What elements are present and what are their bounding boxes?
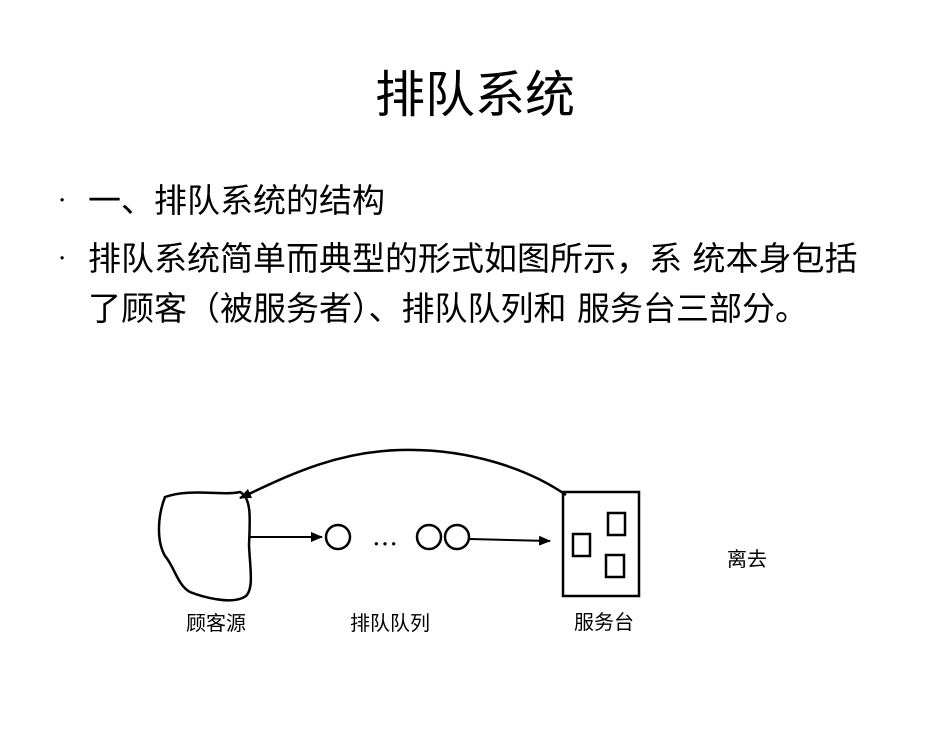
service-desk-box bbox=[563, 492, 639, 596]
customer-source-shape bbox=[159, 492, 251, 600]
queue-to-server-arrow bbox=[470, 539, 550, 541]
queue-customer bbox=[417, 525, 441, 549]
label-queue: 排队队列 bbox=[350, 611, 430, 635]
server-slot bbox=[573, 534, 590, 556]
queue-customer bbox=[326, 525, 350, 549]
label-customer-source: 顾客源 bbox=[186, 611, 246, 635]
return-arrow bbox=[240, 450, 566, 498]
label-leave: 离去 bbox=[727, 547, 767, 571]
queue-ellipsis: … bbox=[372, 522, 398, 552]
queue-customer bbox=[445, 525, 469, 549]
label-service-desk: 服务台 bbox=[574, 610, 634, 634]
server-slot bbox=[608, 513, 625, 535]
server-slot bbox=[606, 555, 624, 577]
